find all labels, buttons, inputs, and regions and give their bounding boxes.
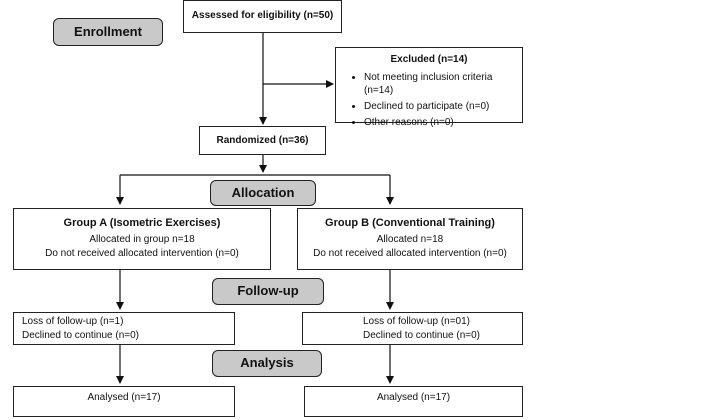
group-b-allocated: Allocated n=18	[376, 234, 444, 245]
group-a-followup-box: Loss of follow-up (n=1) Declined to cont…	[13, 312, 235, 345]
stage-enrollment: Enrollment	[53, 18, 163, 46]
group-a-box: Group A (Isometric Exercises) Allocated …	[13, 208, 271, 270]
excluded-box: Excluded (n=14) Not meeting inclusion cr…	[335, 47, 523, 128]
group-a-allocated: Allocated in group n=18	[89, 234, 195, 245]
excluded-title: Excluded (n=14)	[390, 54, 468, 65]
eligibility-label: Assessed for eligibility (n=50)	[191, 10, 334, 21]
excluded-reason: Not meeting inclusion criteria (n=14)	[364, 71, 516, 97]
randomized-label: Randomized (n=36)	[216, 135, 309, 146]
stage-followup: Follow-up	[212, 278, 324, 305]
randomized-box: Randomized (n=36)	[199, 126, 326, 155]
group-a-followup-declined: Declined to continue (n=0)	[22, 330, 140, 341]
group-a-analysed: Analysed (n=17)	[87, 392, 161, 403]
group-a-title: Group A (Isometric Exercises)	[63, 217, 221, 229]
eligibility-box: Assessed for eligibility (n=50)	[183, 0, 342, 33]
group-b-analysed: Analysed (n=17)	[376, 392, 451, 403]
group-b-followup-box: Loss of follow-up (n=01) Declined to con…	[302, 312, 523, 345]
stage-allocation: Allocation	[210, 180, 316, 206]
excluded-reasons-list: Not meeting inclusion criteria (n=14) De…	[342, 71, 516, 129]
excluded-reason: Declined to participate (n=0)	[364, 100, 516, 113]
group-a-followup-lost: Loss of follow-up (n=1)	[22, 316, 124, 327]
group-a-analysed-box: Analysed (n=17)	[13, 386, 235, 417]
group-b-followup-declined: Declined to continue (n=0)	[363, 330, 481, 341]
excluded-reason: Other reasons (n=0)	[364, 116, 516, 129]
group-b-box: Group B (Conventional Training) Allocate…	[297, 208, 523, 270]
group-b-analysed-box: Analysed (n=17)	[304, 386, 523, 417]
stage-analysis: Analysis	[212, 350, 322, 377]
group-a-not-received: Do not received allocated intervention (…	[45, 248, 239, 259]
group-b-title: Group B (Conventional Training)	[325, 217, 495, 229]
group-b-followup-lost: Loss of follow-up (n=01)	[363, 316, 471, 327]
group-b-not-received: Do not received allocated intervention (…	[313, 248, 507, 259]
